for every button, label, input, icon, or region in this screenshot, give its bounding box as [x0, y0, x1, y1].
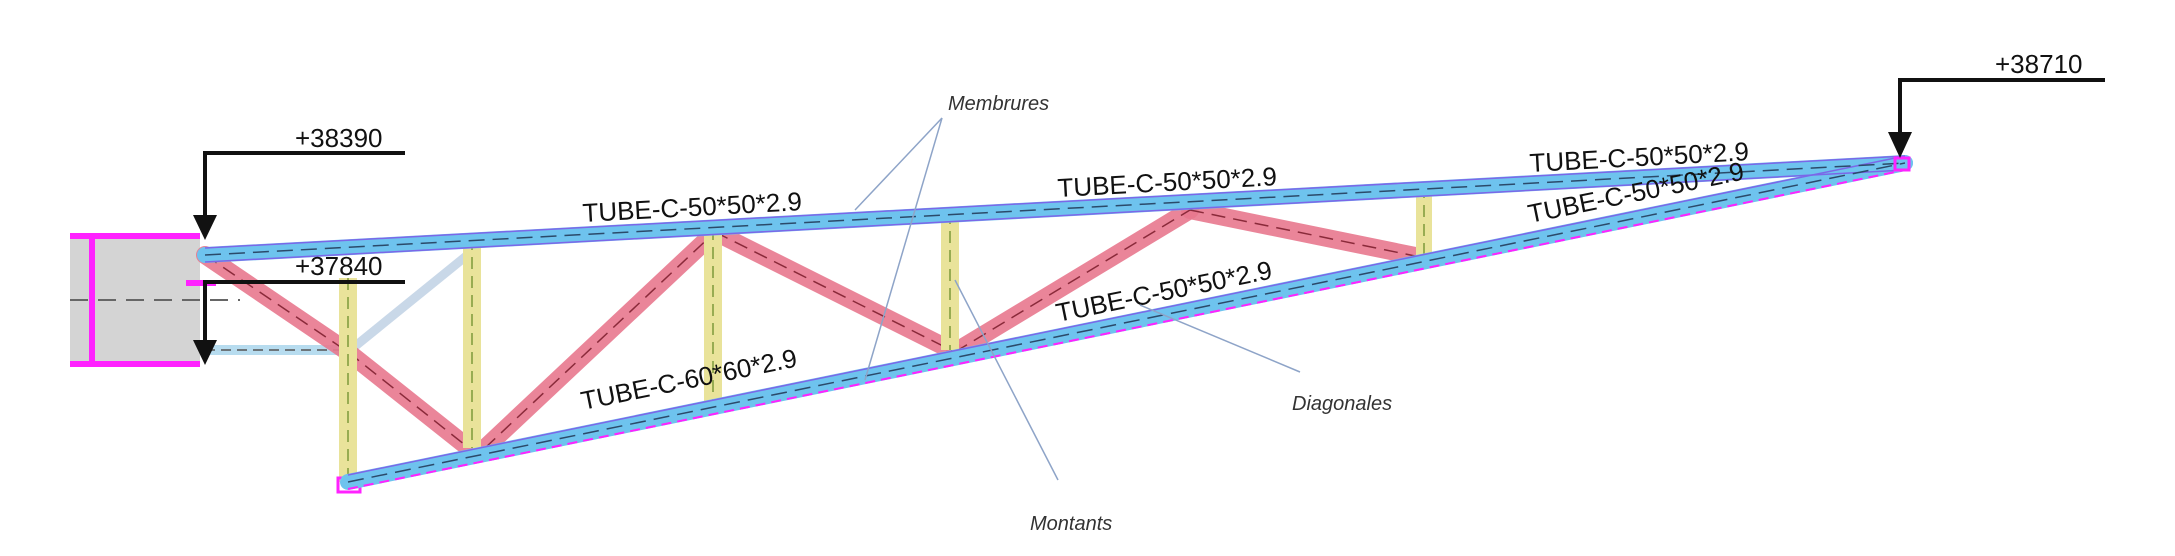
callout-membrures: Membrures [948, 93, 1049, 115]
diagonal-2 [345, 249, 473, 356]
level-marker-right: +38710 [1888, 49, 2105, 158]
callout-diagonales: Diagonales [1292, 393, 1392, 415]
level-marker-left-mid: +37840 [193, 251, 405, 365]
level-label-left-mid: +37840 [295, 251, 382, 281]
level-marker-left-top: +38390 [193, 123, 405, 240]
verticals [336, 186, 1432, 494]
callout-leaders [854, 117, 1301, 481]
callout-montants: Montants [1030, 513, 1112, 535]
chords [197, 155, 1913, 490]
left-support [70, 233, 240, 367]
diagonals [196, 201, 1434, 457]
level-label-left-top: +38390 [295, 123, 382, 153]
level-label-right: +38710 [1995, 49, 2082, 79]
